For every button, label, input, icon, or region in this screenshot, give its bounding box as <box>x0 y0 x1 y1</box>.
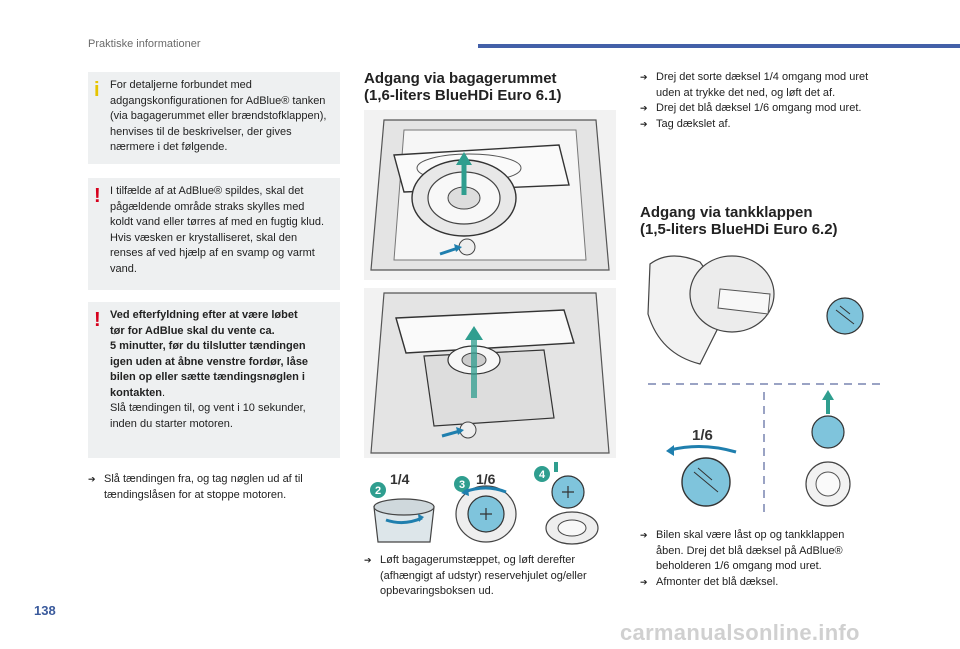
title-line: (1,5-liters BlueHDi Euro 6.2) <box>640 221 838 238</box>
bullet-arrow-icon: ➔ <box>640 72 648 82</box>
warning-note-line: Ved efterfyldning efter at være løbet <box>110 309 298 321</box>
warning-note-line: pågældende område straks skylles med <box>110 200 305 213</box>
caption-line: Løft bagagerumstæppet, og løft derefter <box>380 554 576 566</box>
bullet-arrow-icon: ➔ <box>640 576 648 587</box>
warning-note-line: Slå tændingen til, og vent i 10 sekunder… <box>110 402 306 414</box>
warning-note-line: bilen op eller sætte tændingsnøglen i <box>110 371 305 383</box>
watermark: carmanualsonline.info <box>620 620 860 645</box>
warning-note-line: Hvis væsken er krystalliseret, skal den <box>110 231 298 244</box>
warning-note-line: inden du starter motoren. <box>110 417 233 430</box>
warning-note-line: renses af ved hjælp af en svamp og varmt <box>110 247 315 259</box>
trunk-storage-box-illustration <box>364 288 616 458</box>
trunk-caption: ➔ Løft bagagerumstæppet, og løft derefter… <box>364 553 620 600</box>
caption-line: opbevaringsboksen ud. <box>380 585 494 597</box>
ignition-instruction: ➔ Slå tændingen fra, og tag nøglen ud af … <box>88 472 348 503</box>
title-line: Adgang via bagagerummet <box>364 70 557 87</box>
header-accent-bar <box>478 44 960 48</box>
caption-line: åben. Drej det blå dæksel på AdBlue® <box>656 544 843 557</box>
quarter-turn-label: 1/4 <box>390 471 410 487</box>
instruction-line: Drej det blå dæksel 1/6 omgang mod uret. <box>656 102 862 114</box>
sixth-turn-label: 1/6 <box>476 471 496 487</box>
section-header: Praktiske informationer <box>88 38 201 50</box>
warning-note-line: 5 minutter, før du tilslutter tændingen <box>110 340 306 352</box>
caption-line: (afhængigt af udstyr) reservehjulet og/e… <box>380 569 587 582</box>
warning-note-line: vand. <box>110 262 137 275</box>
caption-line: Bilen skal være låst op og tankklappen <box>656 529 845 541</box>
step-3-label: 3 <box>459 479 465 491</box>
instruction-line: Drej det sorte dæksel 1/4 omgang mod ure… <box>656 71 869 83</box>
trunk-section-title: Adgang via bagagerummet (1,6-liters Blue… <box>364 70 562 104</box>
caption-line: Afmonter det blå dæksel. <box>656 575 779 588</box>
flap-caption: ➔Bilen skal være låst op og tankklappen … <box>640 528 900 590</box>
title-line: (1,6-liters BlueHDi Euro 6.1) <box>364 87 562 104</box>
warning-note-refill: ! Ved efterfyldning efter at være løbet … <box>88 302 340 458</box>
page-number: 138 <box>34 603 56 618</box>
flap-sixth-label: 1/6 <box>692 427 713 444</box>
info-note-line: nærmere i det følgende. <box>110 141 228 153</box>
bullet-arrow-icon: ➔ <box>88 474 96 484</box>
warning-note-line: kontakten <box>110 386 162 399</box>
bullet-arrow-icon: ➔ <box>364 555 372 565</box>
info-note-line: (via bagagerummet eller brændstofklappen… <box>110 110 327 122</box>
trunk-spare-wheel-illustration <box>364 110 616 280</box>
step-2-label: 2 <box>375 485 381 497</box>
bullet-arrow-icon: ➔ <box>640 118 648 129</box>
warning-note-spill: ! I tilfælde af at AdBlue® spildes, skal… <box>88 178 340 290</box>
warning-note-line: . <box>161 386 166 399</box>
bullet-arrow-icon: ➔ <box>640 530 648 540</box>
instruction-line: Tag dækslet af. <box>656 117 731 130</box>
instruction-line: uden at trykke det ned, og løft det af. <box>656 86 836 99</box>
cap-instructions: ➔ Drej det sorte dæksel 1/4 omgang mod ur… <box>640 70 900 132</box>
info-icon: i <box>94 79 100 101</box>
warning-note-line: koldt vand eller tørres af med en fugtig… <box>110 216 324 228</box>
warning-note-line: igen uden at åbne venstre fordør, låse <box>110 355 309 368</box>
info-note-line: henvises til de beskrivelser, der gives <box>110 125 292 138</box>
fuel-flap-illustration: 1/6 <box>640 244 888 516</box>
warning-note-line: tør for AdBlue skal du vente ca. <box>110 324 275 337</box>
warning-icon: ! <box>94 185 101 207</box>
instruction-line: Slå tændingen fra, og tag nøglen ud af t… <box>104 473 303 485</box>
flap-section-title: Adgang via tankklappen (1,5-liters BlueH… <box>640 204 838 238</box>
step-4-label: 4 <box>539 469 546 481</box>
info-note-line: For detaljerne forbundet med <box>110 79 252 91</box>
warning-icon: ! <box>94 309 101 331</box>
title-line: Adgang via tankklappen <box>640 204 813 221</box>
instruction-line: tændingslåsen for at stoppe motoren. <box>104 488 287 501</box>
caption-line: beholderen 1/6 omgang mod uret. <box>656 560 822 572</box>
warning-note-line: I tilfælde af at AdBlue® spildes, skal d… <box>110 185 304 197</box>
info-note: i For detaljerne forbundet med adgangsko… <box>88 72 340 164</box>
cap-removal-steps-illustration: 2 1/4 3 1/6 4 <box>364 462 616 550</box>
info-note-line: adgangskonfigurationen for AdBlue® tanke… <box>110 94 326 107</box>
bullet-arrow-icon: ➔ <box>640 103 648 113</box>
